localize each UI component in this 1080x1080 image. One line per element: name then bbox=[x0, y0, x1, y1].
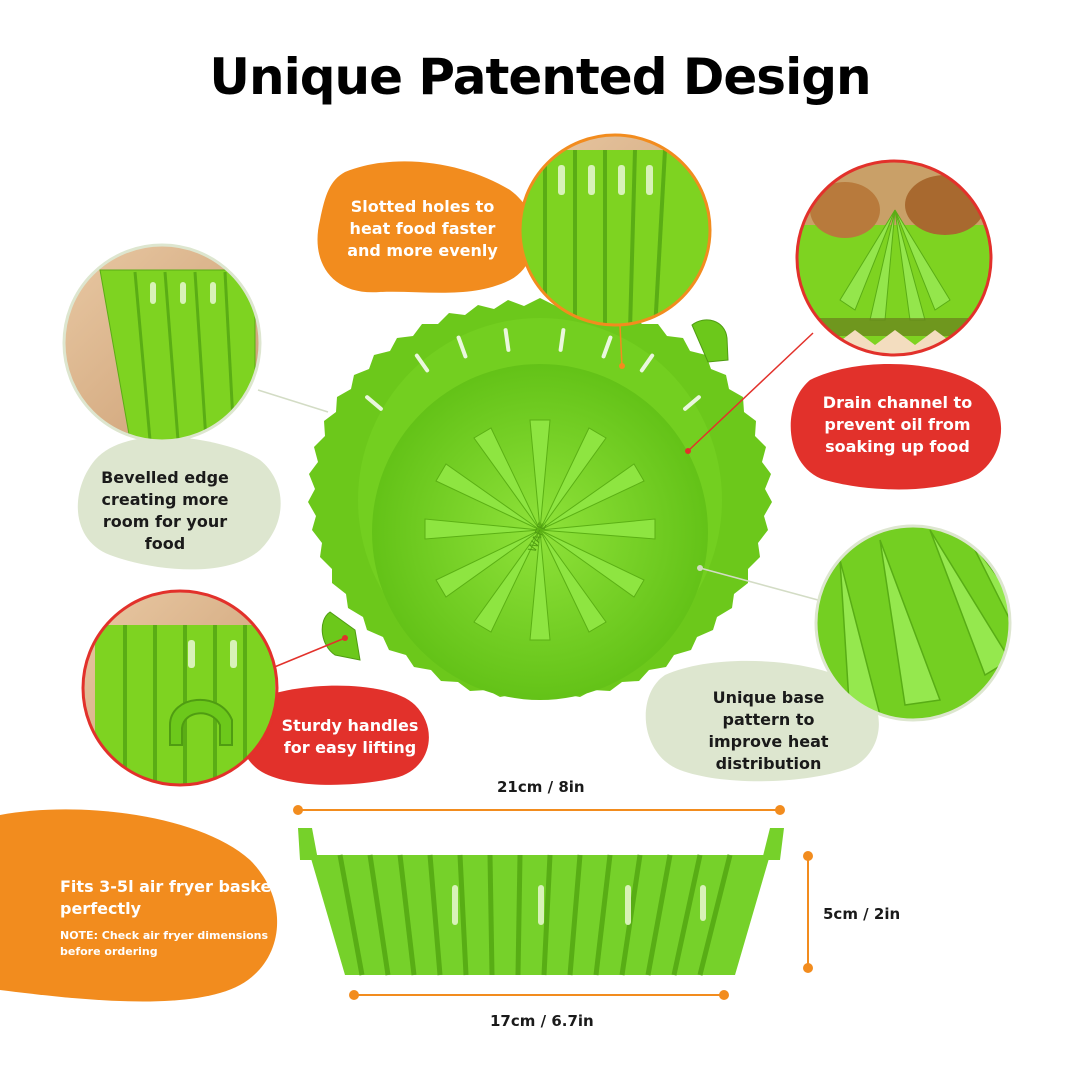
handles-zoom bbox=[81, 589, 279, 787]
drain-caption: Drain channel to prevent oil from soakin… bbox=[822, 393, 973, 456]
height-label: 5cm / 2in bbox=[823, 905, 901, 923]
side-view-basket bbox=[298, 828, 784, 976]
slotted-blob bbox=[317, 161, 535, 293]
fit-note: Fits 3-5l air fryer basket perfectly NOT… bbox=[60, 876, 290, 960]
handles-caption: Sturdy handles for easy lifting bbox=[281, 716, 419, 757]
fit-blob bbox=[0, 809, 278, 1002]
bevelled-caption: Bevelled edge creating more room for you… bbox=[101, 468, 229, 553]
dimension-lines bbox=[293, 805, 813, 1000]
drain-zoom bbox=[795, 159, 993, 357]
slotted-caption: Slotted holes to heat food faster and mo… bbox=[347, 197, 498, 260]
bevelled-blob bbox=[77, 436, 281, 570]
page-title: Unique Patented Design bbox=[209, 48, 871, 106]
fit-note-disclaimer: NOTE: Check air fryer dimensions before … bbox=[60, 929, 269, 958]
base-caption: Unique base pattern to improve heat dist… bbox=[708, 688, 829, 773]
bevelled-zoom bbox=[62, 243, 262, 443]
main-basket bbox=[308, 298, 772, 700]
slotted-zoom bbox=[518, 133, 712, 327]
bottom-width-label: 17cm / 6.7in bbox=[490, 1012, 594, 1030]
handles-blob bbox=[238, 685, 429, 785]
fit-note-main: Fits 3-5l air fryer basket perfectly bbox=[60, 877, 279, 918]
drain-blob bbox=[790, 363, 1002, 490]
base-blob bbox=[645, 660, 879, 782]
top-width-label: 21cm / 8in bbox=[497, 778, 585, 796]
